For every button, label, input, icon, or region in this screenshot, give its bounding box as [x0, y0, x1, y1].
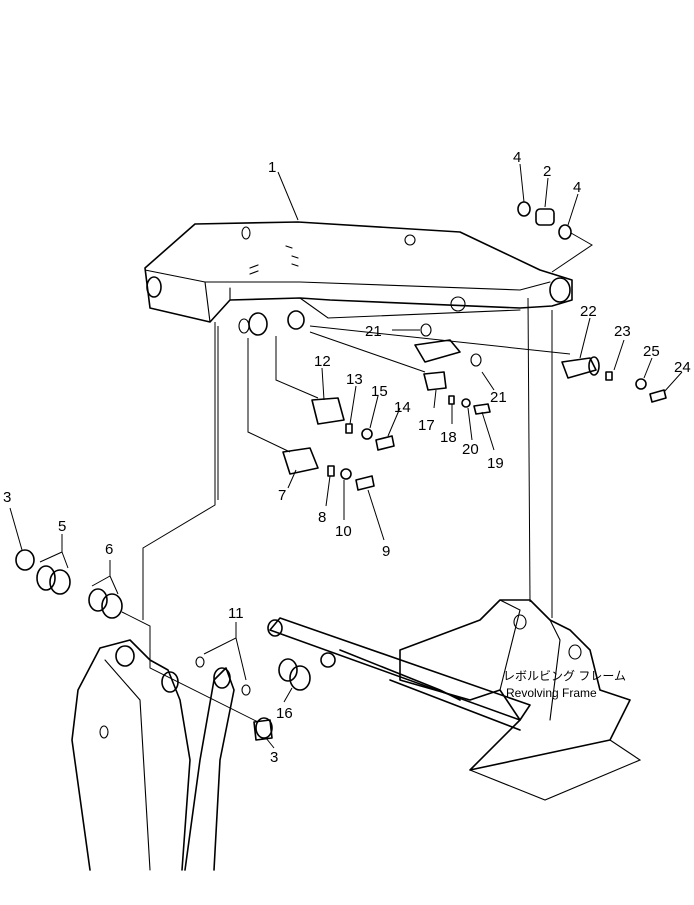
callout-9: 9 — [382, 543, 390, 560]
callout-16: 16 — [276, 705, 293, 722]
pin-22-group — [309, 325, 667, 403]
callout-2: 2 — [543, 163, 551, 180]
callout-1: 1 — [268, 159, 276, 176]
leader-lines — [9, 163, 683, 749]
callout-5: 5 — [58, 518, 66, 535]
pin-12-group — [275, 336, 395, 451]
shims-16 — [278, 658, 311, 691]
callout-22: 22 — [580, 303, 597, 320]
callout-8: 8 — [318, 509, 326, 526]
callout-21-right: 21 — [490, 389, 507, 406]
callout-3-left: 3 — [3, 489, 11, 506]
callout-7: 7 — [278, 487, 286, 504]
frame-caption-en: Revolving Frame — [506, 686, 597, 700]
pin-7-group — [247, 338, 375, 491]
boom-bracket — [144, 221, 573, 336]
center-pin-group — [517, 201, 593, 273]
callout-21-top: 21 — [365, 323, 382, 340]
callout-24: 24 — [674, 359, 691, 376]
callout-13: 13 — [346, 371, 363, 388]
boom-cylinder-2 — [267, 617, 531, 731]
callout-19: 19 — [487, 455, 504, 472]
callout-15: 15 — [371, 383, 388, 400]
frame-caption: レボルビング フレーム Revolving Frame — [503, 669, 626, 700]
callout-4-left: 4 — [513, 149, 521, 166]
bushings-left — [15, 549, 273, 741]
frame-caption-jp: レボルビング フレーム — [503, 669, 626, 683]
callout-12: 12 — [314, 353, 331, 370]
callout-3-bottom: 3 — [270, 749, 278, 766]
callout-17: 17 — [418, 417, 435, 434]
callout-20: 20 — [462, 441, 479, 458]
boom-cylinder — [184, 656, 251, 871]
pin-17-group — [309, 323, 491, 415]
callout-numbers: 1 2 3 3 4 4 5 6 7 8 9 10 11 12 13 14 15 … — [3, 149, 691, 766]
callout-18: 18 — [440, 429, 457, 446]
revolving-frame — [399, 297, 642, 801]
callout-25: 25 — [643, 343, 660, 360]
callout-4-right: 4 — [573, 179, 581, 196]
callout-23: 23 — [614, 323, 631, 340]
callout-10: 10 — [335, 523, 352, 540]
callout-14: 14 — [394, 399, 411, 416]
callout-6: 6 — [105, 541, 113, 558]
callout-11: 11 — [228, 605, 244, 622]
